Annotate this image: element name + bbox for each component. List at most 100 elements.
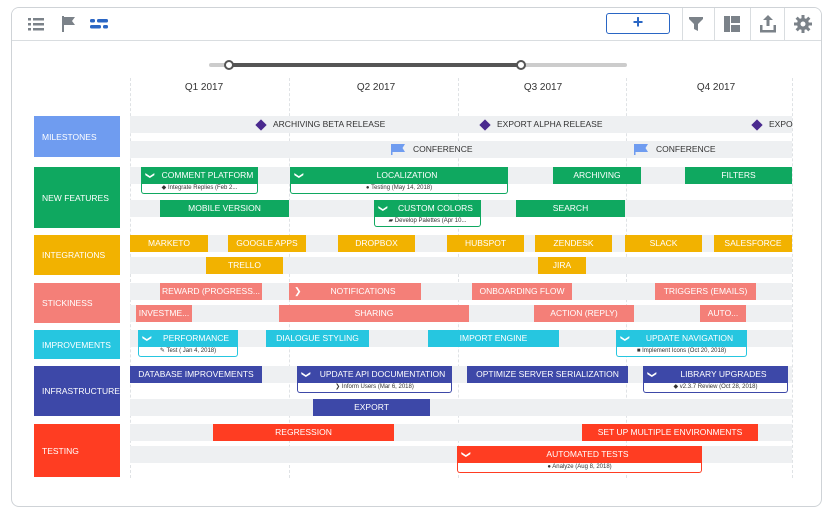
quarter-header: Q3 2017: [523, 82, 563, 93]
bar-label: UPDATE NAVIGATION: [645, 333, 734, 343]
milestone-export-alpha[interactable]: EXPORT ALPHA RELEASE: [479, 116, 603, 133]
quarter-header: Q4 2017: [696, 82, 736, 93]
row-label-text: INFRASTRUCTURE: [42, 386, 120, 396]
swimlane: [130, 399, 792, 416]
bar-optimize-server-serialization[interactable]: OPTIMIZE SERVER SERIALIZATION: [467, 366, 628, 383]
bar-library-upgrades[interactable]: ❯ LIBRARY UPGRADES: [643, 366, 788, 383]
bar-update-api-documentation[interactable]: ❯UPDATE API DOCUMENTATION: [297, 366, 452, 383]
bar-triggers-emails[interactable]: TRIGGERS (EMAILS): [655, 283, 756, 300]
toolbar: +: [12, 8, 821, 41]
bar-sharing[interactable]: SHARING: [279, 305, 469, 322]
row-label-milestones[interactable]: MILESTONES: [34, 116, 120, 157]
diamond-icon: ◆: [673, 384, 680, 390]
roadmap-window: + Q1 2017 Q2 2017 Q3 2017 Q4 2017 MILE: [11, 7, 822, 507]
milestone-conference-1[interactable]: CONFERENCE: [391, 141, 473, 158]
row-label-testing[interactable]: TESTING: [34, 424, 120, 477]
chevron-down-icon: ❯: [378, 204, 389, 213]
row-label-text: MILESTONES: [42, 131, 97, 142]
bar-subtask[interactable]: ✎ Test ( Jan 4, 2018): [138, 347, 238, 357]
filter-icon[interactable]: [685, 13, 707, 35]
milestone-label: CONFERENCE: [413, 144, 473, 154]
bar-localization[interactable]: ❯LOCALIZATION: [290, 167, 508, 184]
bar-investme[interactable]: INVESTME...: [136, 305, 192, 322]
pencil-icon: ✎: [159, 348, 167, 354]
dot-icon: ●: [365, 185, 372, 191]
bar-label: LIBRARY UPGRADES: [680, 369, 767, 379]
bar-database-improvements[interactable]: DATABASE IMPROVEMENTS: [130, 366, 262, 383]
bar-label: AUTOMATED TESTS: [546, 449, 629, 459]
bar-performance[interactable]: ❯PERFORMANCE: [138, 330, 238, 347]
row-label-integrations[interactable]: INTEGRATIONS: [34, 235, 120, 275]
milestone-expo[interactable]: EXPO: [751, 116, 793, 133]
quarter-header: Q2 2017: [356, 82, 396, 93]
bar-dialogue-styling[interactable]: DIALOGUE STYLING: [266, 330, 369, 347]
row-label-text: NEW FEATURES: [42, 192, 109, 203]
timeline-range-slider[interactable]: [209, 60, 627, 70]
bar-jira[interactable]: JIRA: [538, 257, 586, 274]
bar-marketo[interactable]: MARKETO: [130, 235, 208, 252]
bar-zendesk[interactable]: ZENDESK: [535, 235, 612, 252]
bar-dropbox[interactable]: DROPBOX: [338, 235, 415, 252]
subtask-label: v2.3.7 Review (Oct 28, 2018): [679, 384, 758, 390]
row-label-improvements[interactable]: IMPROVEMENTS: [34, 330, 120, 359]
bar-subtask[interactable]: ◆ v2.3.7 Review (Oct 28, 2018): [643, 383, 788, 393]
bar-hubspot[interactable]: HUBSPOT: [447, 235, 524, 252]
row-label-infrastructure[interactable]: INFRASTRUCTURE: [34, 366, 120, 416]
milestone-archiving-beta[interactable]: ARCHIVING BETA RELEASE: [255, 116, 385, 133]
bar-set-up-multiple-environments[interactable]: SET UP MULTIPLE ENVIRONMENTS: [582, 424, 758, 441]
bar-import-engine[interactable]: IMPORT ENGINE: [428, 330, 559, 347]
bar-label: COMMENT PLATFORM: [161, 170, 254, 180]
swimlane: [130, 257, 792, 274]
bar-auto[interactable]: AUTO...: [700, 305, 746, 322]
bar-trello[interactable]: TRELLO: [206, 257, 283, 274]
chevron-down-icon: ❯: [145, 171, 156, 180]
add-button[interactable]: +: [606, 13, 670, 34]
subtask-label: Implement Icons (Oct 20, 2018): [642, 348, 727, 354]
bar-subtask[interactable]: ● Testing (May 14, 2018): [290, 184, 508, 194]
chevron-right-icon: ❯: [294, 286, 302, 296]
subtask-label: Inform Users (Mar 6, 2018): [341, 384, 414, 390]
toolbar-divider: [750, 8, 751, 41]
bar-automated-tests[interactable]: ❯ AUTOMATED TESTS: [457, 446, 702, 463]
milestone-conference-2[interactable]: CONFERENCE: [634, 141, 716, 158]
bar-mobile-version[interactable]: MOBILE VERSION: [160, 200, 289, 217]
row-label-stickiness[interactable]: STICKINESS: [34, 283, 120, 323]
slider-start-handle[interactable]: [224, 60, 234, 70]
bar-archiving[interactable]: ARCHIVING: [553, 167, 641, 184]
milestone-flag-icon[interactable]: [58, 13, 80, 35]
bar-comment-platform[interactable]: ❯ COMMENT PLATFORM: [141, 167, 258, 184]
bar-export[interactable]: EXPORT: [313, 399, 430, 416]
bar-subtask[interactable]: ◆ Integrate Replies (Feb 2...: [141, 184, 258, 194]
bar-notifications[interactable]: ❯NOTIFICATIONS: [289, 283, 421, 300]
bar-action-reply[interactable]: ACTION (REPLY): [534, 305, 634, 322]
milestone-label: CONFERENCE: [656, 144, 716, 154]
bar-subtask[interactable]: ● Analyze (Aug 8, 2018): [457, 463, 702, 473]
bar-subtask[interactable]: ❯ Inform Users (Mar 6, 2018): [297, 383, 452, 393]
bar-search[interactable]: SEARCH: [516, 200, 625, 217]
milestone-label: EXPORT ALPHA RELEASE: [497, 119, 603, 129]
chevron-down-icon: ❯: [461, 450, 472, 459]
bar-slack[interactable]: SLACK: [625, 235, 702, 252]
bar-google-apps[interactable]: GOOGLE APPS: [228, 235, 306, 252]
bar-filters[interactable]: FILTERS: [685, 167, 792, 184]
settings-gear-icon[interactable]: [792, 13, 814, 35]
export-icon[interactable]: [757, 13, 779, 35]
layout-icon[interactable]: [721, 13, 743, 35]
bar-subtask[interactable]: ▰ Develop Palettes (Apr 10...: [374, 217, 481, 227]
bar-custom-colors[interactable]: ❯CUSTOM COLORS: [374, 200, 481, 217]
bar-subtask[interactable]: ■ Implement Icons (Oct 20, 2018): [616, 347, 747, 357]
slider-end-handle[interactable]: [516, 60, 526, 70]
timeline-view-icon[interactable]: [88, 13, 110, 35]
row-label-new-features[interactable]: NEW FEATURES: [34, 167, 120, 228]
chevron-down-icon: ❯: [647, 370, 658, 379]
toolbar-divider: [714, 8, 715, 41]
list-view-icon[interactable]: [25, 13, 47, 35]
bar-salesforce[interactable]: SALESFORCE: [714, 235, 792, 252]
bar-regression[interactable]: REGRESSION: [213, 424, 394, 441]
grid-line: [130, 78, 131, 478]
swimlane: [130, 141, 792, 158]
bar-reward[interactable]: REWARD (PROGRESS...: [160, 283, 262, 300]
grid-line: [289, 78, 290, 478]
bar-onboarding-flow[interactable]: ONBOARDING FLOW: [472, 283, 572, 300]
bar-update-navigation[interactable]: ❯UPDATE NAVIGATION: [616, 330, 747, 347]
